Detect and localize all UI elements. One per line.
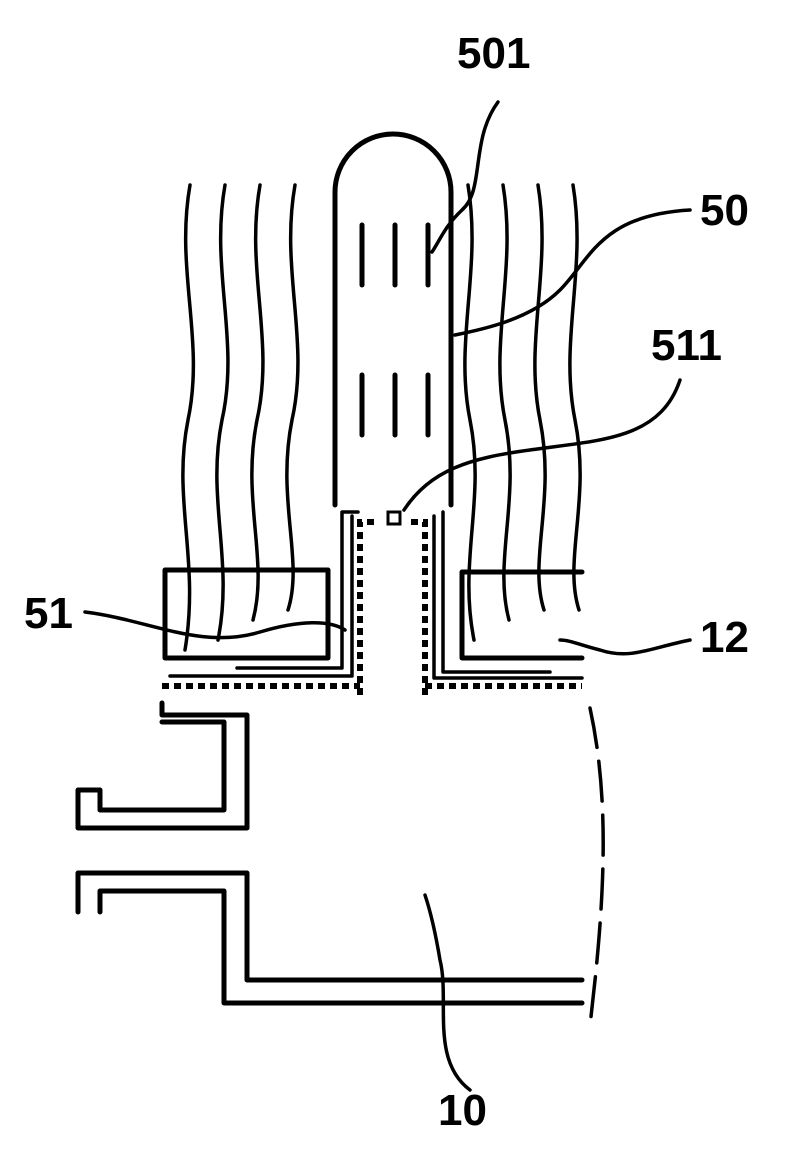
heating-tube-50 xyxy=(332,131,454,508)
label-51: 51 xyxy=(24,589,73,638)
tank-body-10 xyxy=(75,700,605,1027)
inner-seal-lines xyxy=(168,510,584,680)
label-501: 501 xyxy=(457,29,530,78)
leader-lines xyxy=(83,100,692,1092)
heating-elements-501 xyxy=(359,222,431,438)
pad-51 xyxy=(162,567,331,661)
label-10: 10 xyxy=(438,1086,487,1135)
pad-12 xyxy=(459,569,585,661)
label-511: 511 xyxy=(651,321,722,370)
label-50: 50 xyxy=(700,186,749,235)
sleeve-511 xyxy=(162,510,582,695)
left-fiber-strands xyxy=(181,183,300,652)
label-12: 12 xyxy=(700,613,749,662)
